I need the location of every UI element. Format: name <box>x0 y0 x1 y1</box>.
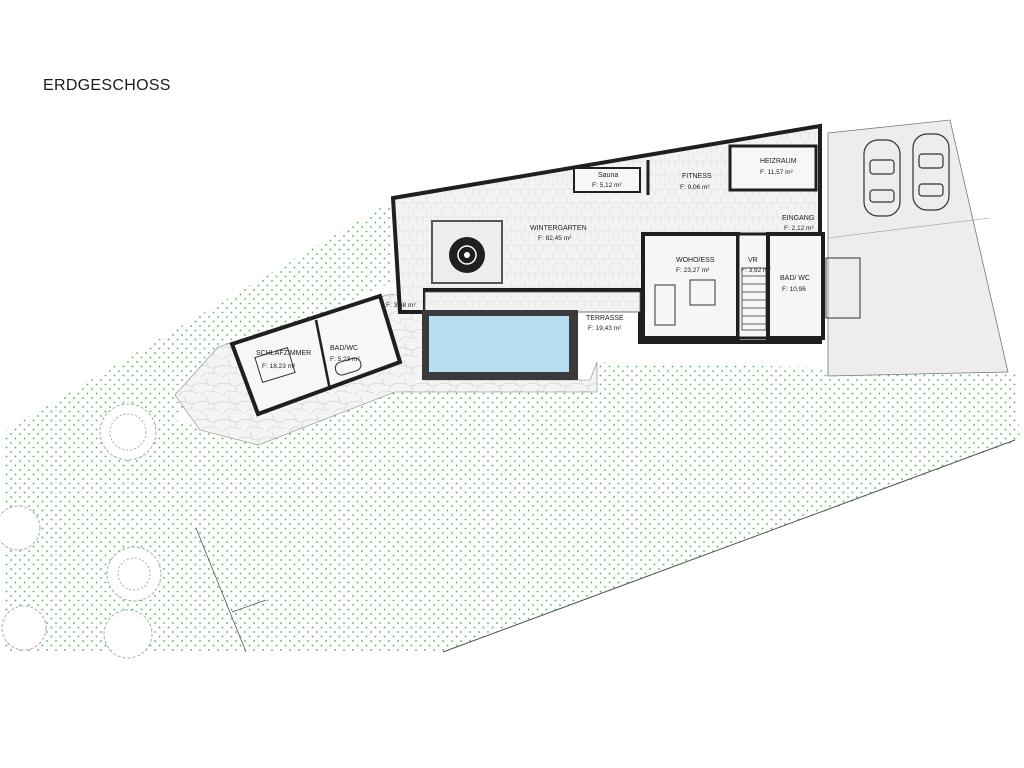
property-line <box>442 439 1016 653</box>
room-label-terrasse: TERRASSE <box>586 315 624 322</box>
plan-title: ERDGESCHOSS <box>43 77 171 94</box>
tree-icon <box>1 605 47 651</box>
kitchen-counter <box>689 279 716 306</box>
room-area-fitness: F: 9,06 m² <box>680 184 710 191</box>
bad-wc-room <box>766 232 825 340</box>
bathtub <box>334 357 362 376</box>
car-icon <box>863 139 901 217</box>
room-label-heizraum: HEIZRAUM <box>760 158 797 165</box>
room-label-wohn-ess: WOHO/ESS <box>676 257 715 264</box>
stairs-icon <box>741 267 767 331</box>
driveway <box>827 119 1009 377</box>
room-label-sauna: Sauna <box>598 172 618 179</box>
sauna-room <box>573 167 641 193</box>
kitchen-island <box>654 284 676 326</box>
lawn-area <box>3 202 1020 652</box>
property-line <box>195 527 247 653</box>
tree-icon <box>103 609 153 659</box>
tree-icon <box>106 546 162 602</box>
room-label-schlafzimmer: SCHLAFZIMMER <box>256 350 311 357</box>
wall <box>314 319 332 391</box>
room-area-heizraum: F: 11,57 m² <box>760 169 794 176</box>
room-area-bad-wc-main: F: 10,96 <box>782 286 806 293</box>
fireplace-icon <box>449 237 485 273</box>
room-label-fitness: FITNESS <box>682 173 712 180</box>
driveway-edge <box>827 217 991 239</box>
room-area-sauna: F: 5,12 m² <box>592 182 622 189</box>
room-area-wohn-ess: F: 23,27 m² <box>676 267 710 274</box>
room-label-vr: VR <box>748 257 758 264</box>
tree-icon <box>99 403 157 461</box>
pool-water <box>429 316 569 372</box>
room-label-bad-wc-guest: BAD/WC <box>330 345 358 352</box>
room-area-flur: F: 3,68 m² <box>386 302 416 309</box>
room-label-wintergarten: WINTERGARTEN <box>530 225 587 232</box>
tree-icon <box>0 505 41 551</box>
vr-room <box>736 232 770 340</box>
room-area-schlafzimmer: F: 18,23 m² <box>262 363 296 370</box>
room-area-vr: F: 3,92 m² <box>741 267 771 274</box>
heizraum-room <box>728 144 818 192</box>
bed <box>254 346 296 384</box>
terrace-walkway <box>424 291 641 313</box>
room-area-wintergarten: F: 82,45 m² <box>538 235 572 242</box>
room-area-eingang: F: 2,12 m² <box>784 225 814 232</box>
room-area-bad-wc-guest: F: 5,23 m² <box>330 356 360 363</box>
property-line <box>231 599 267 613</box>
room-label-eingang: EINGANG <box>782 215 814 222</box>
guest-building <box>229 293 403 417</box>
car-icon <box>912 133 950 211</box>
room-area-terrasse: F: 19,43 m² <box>588 325 622 332</box>
entrance-canopy <box>825 257 861 319</box>
room-label-bad-wc-main: BAD/ WC <box>780 275 810 282</box>
